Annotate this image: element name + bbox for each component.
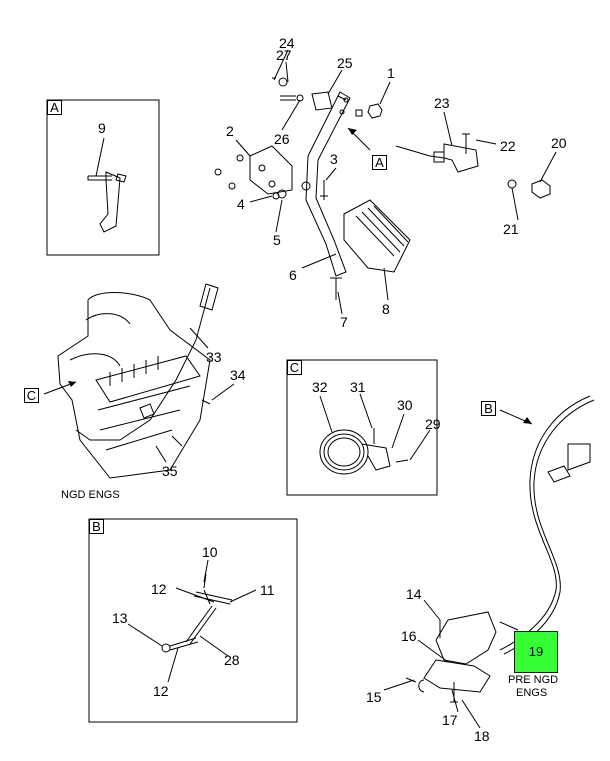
callout-12-upper: 12 — [151, 581, 167, 597]
view-tag-b-detail: B — [89, 519, 104, 534]
callout-34: 34 — [230, 367, 246, 383]
callout-24: 24 — [279, 35, 295, 51]
note-pre-ngd: PRE NGD — [508, 674, 559, 686]
callout-18: 18 — [474, 728, 490, 744]
view-tag-c-detail: C — [287, 360, 302, 375]
callout-22: 22 — [500, 138, 516, 154]
callout-33: 33 — [206, 349, 222, 365]
detail-a-frame — [46, 99, 160, 256]
view-tag-b-main: B — [481, 401, 496, 416]
callout-7: 7 — [340, 314, 348, 330]
callout-10: 10 — [202, 544, 218, 560]
callout-26: 26 — [274, 131, 290, 147]
callout-32: 32 — [312, 379, 328, 395]
callout-6: 6 — [289, 267, 297, 283]
injection-pump — [57, 283, 219, 479]
detail-c-frame — [286, 359, 438, 496]
callout-3: 3 — [330, 151, 338, 167]
callout-12-lower: 12 — [153, 683, 169, 699]
leader-lines — [127, 49, 557, 729]
pedal-assembly — [214, 77, 551, 300]
view-tag-c-main: C — [24, 388, 39, 403]
callout-27: 27 — [276, 47, 292, 63]
callout-9: 9 — [98, 120, 106, 136]
detail-c-coil — [319, 428, 409, 475]
callout-20: 20 — [551, 135, 567, 151]
callout-31: 31 — [350, 379, 366, 395]
view-tag-a-main: A — [372, 155, 387, 170]
note-ngd-engs: NGD ENGS — [61, 489, 120, 501]
detail-a-pin-lever — [87, 137, 127, 233]
callout-16: 16 — [401, 628, 417, 644]
callout-17: 17 — [442, 712, 458, 728]
callout-35: 35 — [162, 463, 178, 479]
callout-19-highlight[interactable]: 19 — [514, 631, 558, 673]
callout-11: 11 — [260, 582, 275, 598]
callout-29: 29 — [425, 416, 441, 432]
note-pre-ngd-engs: ENGS — [516, 687, 548, 699]
callout-13: 13 — [112, 610, 128, 626]
callout-21: 21 — [503, 221, 519, 237]
callout-28: 28 — [224, 652, 240, 668]
callout-1: 1 — [387, 65, 395, 81]
cable-assembly — [405, 395, 595, 703]
detail-b-frame — [88, 518, 298, 723]
callout-23: 23 — [434, 95, 450, 111]
callout-2: 2 — [226, 123, 234, 139]
detail-b-linkage — [161, 573, 233, 653]
callout-30: 30 — [397, 397, 413, 413]
view-tag-a-detail: A — [47, 100, 62, 115]
callout-15: 15 — [366, 689, 382, 705]
callout-4: 4 — [237, 196, 245, 212]
callout-14: 14 — [406, 586, 422, 602]
callout-5: 5 — [273, 232, 281, 248]
callout-8: 8 — [382, 301, 390, 317]
callout-25: 25 — [337, 55, 353, 71]
pointer-arrows — [43, 381, 533, 425]
